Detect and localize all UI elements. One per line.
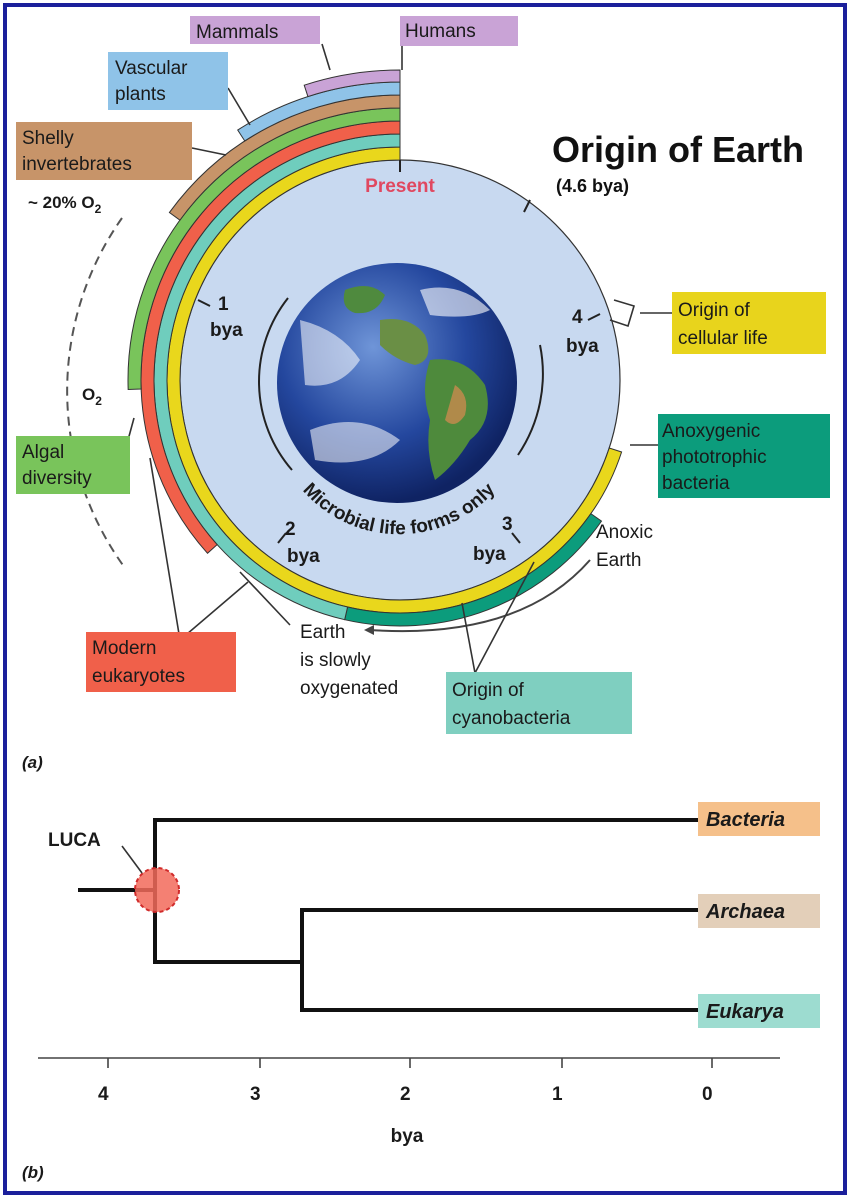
label-box-vascular: Vascular plants bbox=[108, 52, 228, 110]
shelly-box bbox=[16, 122, 192, 180]
ring-shelly bbox=[168, 94, 401, 221]
label-box-algal: Algal diversity bbox=[16, 436, 130, 494]
luca-leader bbox=[121, 845, 143, 874]
anoxygenic-text-1: Anoxygenic bbox=[662, 421, 760, 442]
mammals-text: Mammals bbox=[196, 22, 278, 43]
tick-2 bbox=[277, 532, 287, 544]
axis-label: bya bbox=[391, 1126, 424, 1147]
archaea-label: Archaea bbox=[705, 901, 785, 923]
luca-label: LUCA bbox=[48, 830, 101, 851]
ring-vascular bbox=[237, 81, 401, 142]
algal-box bbox=[16, 436, 130, 494]
taxon-archaea: Archaea bbox=[698, 894, 820, 928]
o2-label: O2 bbox=[82, 385, 102, 408]
cellular-text-2: cellular life bbox=[678, 328, 768, 349]
axis-tick-label-0: 0 bbox=[702, 1084, 713, 1105]
tick-2-number: 2 bbox=[285, 519, 296, 540]
microbial-bracket-right bbox=[517, 344, 544, 456]
o2-dashed-arc bbox=[66, 217, 126, 569]
luca-node bbox=[134, 867, 180, 913]
anoxygenic-text-3: bacteria bbox=[662, 473, 730, 494]
tick-46 bbox=[523, 199, 531, 213]
panel-a: Microbial life forms only Present 1 bya … bbox=[16, 16, 830, 772]
algal-text-2: diversity bbox=[22, 468, 92, 489]
tick-2-unit: bya bbox=[287, 546, 320, 567]
modern-text-2: eukaryotes bbox=[92, 666, 185, 687]
tick-3-unit: bya bbox=[473, 544, 506, 565]
bacteria-label: Bacteria bbox=[706, 809, 785, 831]
axis-tick-label-2: 2 bbox=[400, 1084, 411, 1105]
oxygenated-line1: Earth bbox=[300, 622, 345, 643]
cyano-box bbox=[446, 672, 632, 734]
cyano-text-2: cyanobacteria bbox=[452, 708, 571, 729]
vascular-text-2: plants bbox=[115, 84, 166, 105]
axis-tick-label-1: 1 bbox=[552, 1084, 563, 1105]
anoxygenic-text-2: phototrophic bbox=[662, 447, 767, 468]
mammals-box bbox=[190, 16, 320, 44]
tick-4-number: 4 bbox=[572, 307, 583, 328]
label-box-anoxygenic: Anoxygenic phototrophic bacteria bbox=[658, 414, 830, 498]
tick-4-unit: bya bbox=[566, 336, 599, 357]
cellular-box bbox=[672, 292, 826, 354]
modern-box bbox=[86, 632, 236, 692]
oxygenated-line3: oxygenated bbox=[300, 678, 398, 699]
life-rings bbox=[127, 69, 623, 627]
origin-of-earth-title: Origin of Earth bbox=[552, 129, 804, 170]
shelly-text-1: Shelly bbox=[22, 128, 74, 149]
humans-text: Humans bbox=[405, 21, 476, 42]
tick-1 bbox=[197, 299, 211, 307]
tick-3 bbox=[511, 532, 521, 544]
label-box-humans: Humans bbox=[400, 16, 518, 46]
shelly-text-2: invertebrates bbox=[22, 154, 132, 175]
cyano-text-1: Origin of bbox=[452, 680, 525, 701]
anoxygenic-box bbox=[658, 414, 830, 498]
humans-box bbox=[400, 16, 518, 46]
oxygenation-arrow bbox=[369, 559, 591, 633]
eukarya-box bbox=[698, 994, 820, 1028]
taxon-eukarya: Eukarya bbox=[698, 994, 820, 1028]
label-box-cellular: Origin of cellular life bbox=[672, 292, 826, 354]
ring-mammals bbox=[303, 69, 401, 98]
archaea-box bbox=[698, 894, 820, 928]
label-box-modern: Modern eukaryotes bbox=[86, 632, 236, 692]
oxygenation-arrowhead bbox=[364, 625, 374, 635]
tick-1-number: 1 bbox=[218, 294, 229, 315]
axis-tick-label-4: 4 bbox=[98, 1084, 109, 1105]
anoxic-earth-line2: Earth bbox=[596, 550, 641, 571]
earth-globe bbox=[277, 263, 517, 503]
tick-1-unit: bya bbox=[210, 320, 243, 341]
label-box-shelly: Shelly invertebrates bbox=[16, 122, 192, 180]
tick-3-number: 3 bbox=[502, 514, 513, 535]
eukarya-label: Eukarya bbox=[706, 1001, 784, 1023]
cellular-text-1: Origin of bbox=[678, 300, 751, 321]
vascular-text-1: Vascular bbox=[115, 58, 188, 79]
anoxic-earth-line1: Anoxic bbox=[596, 522, 653, 543]
present-label: Present bbox=[365, 176, 435, 197]
vascular-box bbox=[108, 52, 228, 110]
panel-a-label: (a) bbox=[22, 753, 43, 772]
modern-text-1: Modern bbox=[92, 638, 156, 659]
panel-b-label: (b) bbox=[22, 1163, 44, 1182]
ring-algal bbox=[127, 107, 401, 391]
tick-4 bbox=[587, 313, 601, 321]
bacteria-box bbox=[698, 802, 820, 836]
o2-20-percent: ~ 20% O2 bbox=[28, 193, 102, 216]
label-box-mammals: Mammals bbox=[190, 16, 320, 44]
microbial-bracket-left bbox=[258, 297, 293, 471]
algal-text-1: Algal bbox=[22, 442, 64, 463]
leader-lines bbox=[127, 43, 672, 674]
axis-ticks: 4 3 2 1 0 bbox=[98, 1058, 713, 1105]
axis-tick-label-3: 3 bbox=[250, 1084, 261, 1105]
label-box-cyano: Origin of cyanobacteria bbox=[446, 672, 632, 734]
taxon-bacteria: Bacteria bbox=[698, 802, 820, 836]
oxygenated-line2: is slowly bbox=[300, 650, 371, 671]
origin-of-earth-subtitle: (4.6 bya) bbox=[556, 176, 629, 196]
